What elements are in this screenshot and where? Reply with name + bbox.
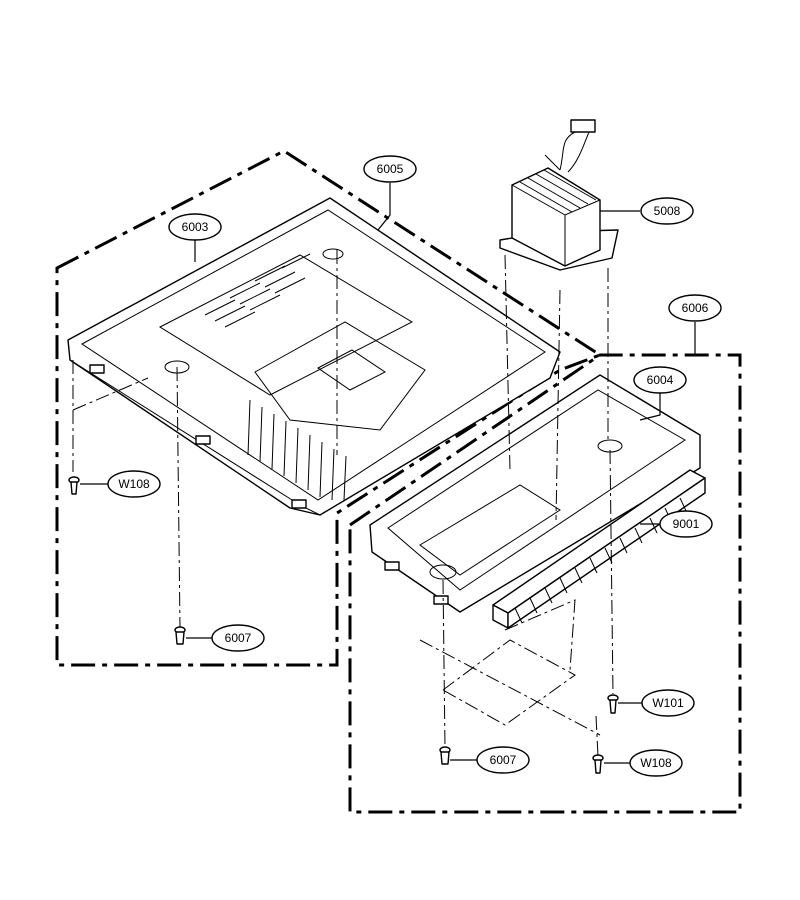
base-plate-6004: [369, 374, 701, 613]
callout-w108-left: W108: [107, 470, 161, 498]
filter-bar-9001: [492, 469, 706, 629]
callout-6004: 6004: [633, 366, 687, 394]
callout-6006: 6006: [668, 294, 722, 322]
callout-5008: 5008: [640, 197, 694, 225]
callout-label: W108: [640, 756, 672, 770]
callout-label: W108: [118, 477, 150, 491]
callout-label: 6007: [490, 753, 517, 767]
screw-w108-right: [592, 754, 604, 774]
assembly-boundary-6005: [55, 149, 604, 667]
screw-6007-right: [439, 746, 451, 765]
callout-label: W101: [652, 696, 684, 710]
base-plate-6003: [67, 197, 561, 516]
callout-6003: 6003: [168, 213, 222, 241]
callout-w101: W101: [641, 689, 695, 717]
callout-label: 6006: [682, 301, 709, 315]
assembly-boundary-6006: [348, 353, 742, 814]
callout-6005: 6005: [363, 155, 417, 183]
callout-label: 6004: [647, 373, 674, 387]
callout-label: 9001: [673, 517, 700, 531]
callout-w108-right: W108: [629, 749, 683, 777]
callout-label: 6005: [377, 162, 404, 176]
callout-label: 6003: [182, 220, 209, 234]
screw-w108-left: [68, 476, 80, 495]
callout-9001: 9001: [659, 510, 713, 538]
transformer-5008: [499, 119, 619, 271]
callout-6007-left: 6007: [211, 624, 265, 652]
screw-w101: [607, 694, 619, 714]
screw-6007-left: [174, 626, 186, 645]
callout-6007-right: 6007: [476, 746, 530, 774]
callout-label: 5008: [654, 204, 681, 218]
alignment-lines: [72, 250, 614, 757]
callout-label: 6007: [225, 631, 252, 645]
leader-lines: [80, 183, 696, 764]
